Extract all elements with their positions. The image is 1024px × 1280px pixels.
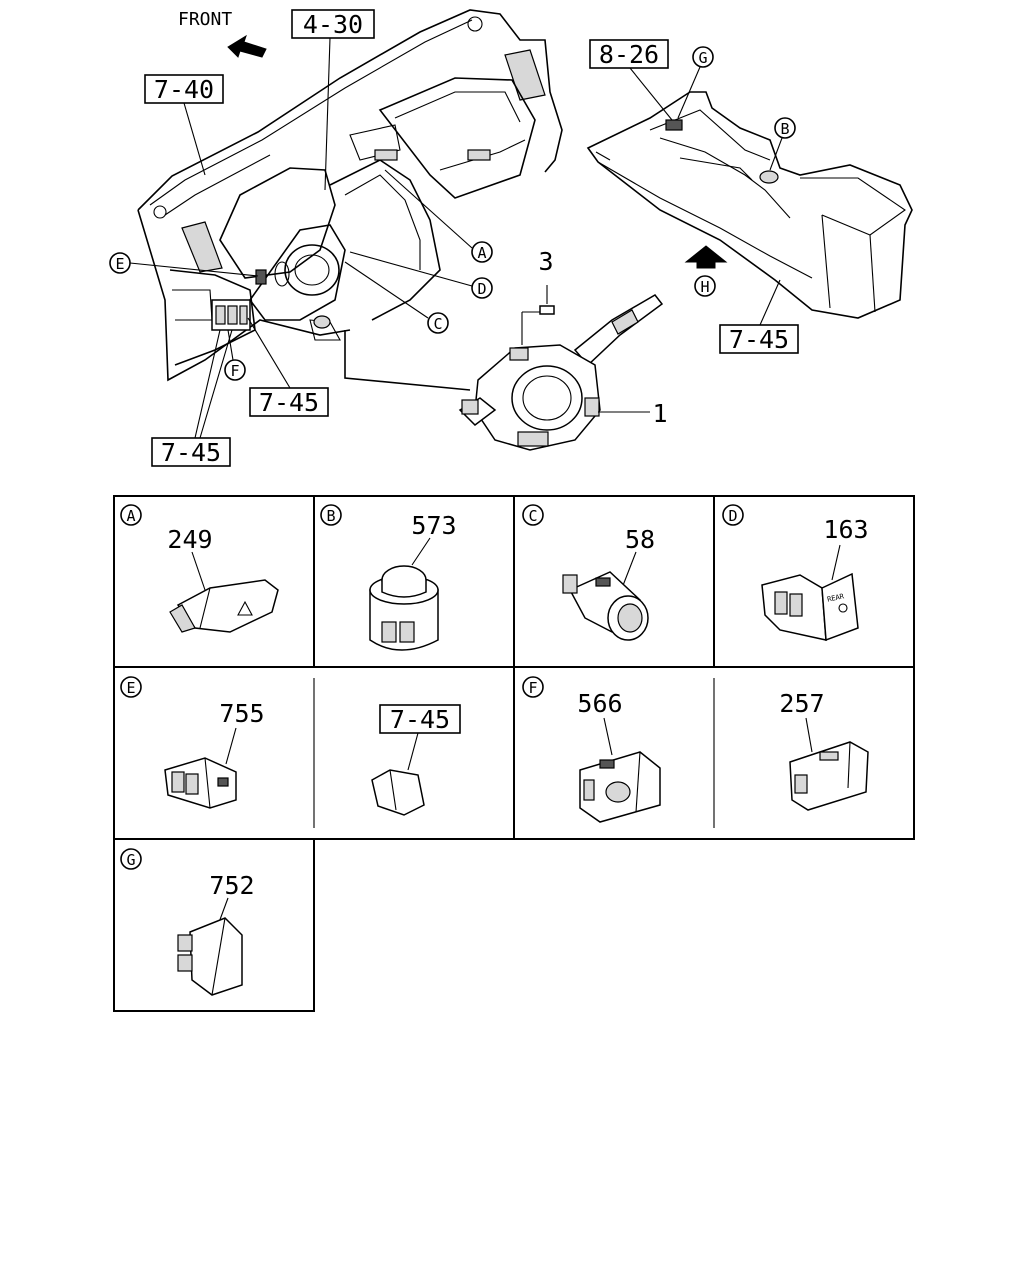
callout-D: D xyxy=(349,251,493,299)
svg-text:C: C xyxy=(528,507,537,525)
part-number-3: 3 xyxy=(538,247,553,276)
part-number-163: 163 xyxy=(823,515,868,544)
ref-7-45-panel-label: 7-45 xyxy=(259,388,319,417)
ref-box-7-45-panel: 7-45 xyxy=(247,317,329,417)
callout-E: E xyxy=(109,252,259,277)
ref-box-7-45-console: 7-45 xyxy=(719,279,799,354)
ref-box-4-30: 4-30 xyxy=(291,9,375,191)
ref-8-26-label: 8-26 xyxy=(599,40,659,69)
svg-text:G: G xyxy=(126,851,135,869)
svg-text:A: A xyxy=(477,244,486,262)
svg-text:F: F xyxy=(528,679,537,697)
svg-text:A: A xyxy=(126,507,135,525)
rear-differential-switch-illustration: REAR xyxy=(761,572,859,642)
svg-text:H: H xyxy=(700,278,709,296)
callout-F: F xyxy=(224,329,246,381)
knob-switch-illustration xyxy=(369,565,439,651)
part-number-755: 755 xyxy=(219,699,264,728)
svg-text:F: F xyxy=(230,362,239,380)
part-number-566: 566 xyxy=(577,689,622,718)
cell-C: C 58 xyxy=(522,504,655,641)
callout-B: B xyxy=(769,117,796,171)
view-arrow-icon xyxy=(684,245,728,269)
combination-switch-illustration xyxy=(458,285,664,451)
ref-box-7-45-lower: 7-45 xyxy=(151,329,233,467)
mirror-switch-illustration xyxy=(579,751,661,823)
front-indicator: FRONT xyxy=(178,9,267,58)
cell-B: B 573 xyxy=(320,504,457,651)
hazard-triangle-icon xyxy=(237,600,253,616)
part-number-257: 257 xyxy=(779,689,824,718)
cell-D: D 163 REAR xyxy=(722,504,869,642)
callout-G: G xyxy=(677,46,714,119)
cell-A: A 249 xyxy=(120,504,279,633)
svg-text:E: E xyxy=(126,679,135,697)
switch-755-illustration xyxy=(164,757,237,809)
blank-cap-illustration xyxy=(371,769,425,816)
switch-257-illustration xyxy=(789,741,869,811)
ref-7-45-lower-label: 7-45 xyxy=(161,438,221,467)
svg-text:G: G xyxy=(698,49,707,67)
cell-G: G 752 xyxy=(120,848,255,996)
rear-switch-label: REAR xyxy=(827,592,846,603)
ref-4-30-label: 4-30 xyxy=(303,10,363,39)
svg-text:C: C xyxy=(433,315,442,333)
svg-text:D: D xyxy=(477,280,486,298)
ref-7-45-console-label: 7-45 xyxy=(729,325,789,354)
ref-box-8-26: 8-26 xyxy=(589,39,673,121)
hazard-switch-illustration xyxy=(169,579,279,633)
part-number-1: 1 xyxy=(652,399,667,428)
front-label: FRONT xyxy=(178,9,232,30)
cell-E: E 755 7-45 xyxy=(120,676,461,816)
part-number-58: 58 xyxy=(625,525,655,554)
console-illustration xyxy=(586,91,913,319)
callout-A: A xyxy=(384,169,493,263)
callout-C: C xyxy=(344,261,449,334)
ref-7-40-label: 7-40 xyxy=(154,75,214,104)
svg-text:B: B xyxy=(780,120,789,138)
part-number-249: 249 xyxy=(167,525,212,554)
callout-H: H xyxy=(684,245,728,297)
svg-text:D: D xyxy=(728,507,737,525)
part-number-752: 752 xyxy=(209,871,254,900)
dashboard-illustration xyxy=(137,9,563,391)
svg-text:B: B xyxy=(326,507,335,525)
cell-F: F 566 257 xyxy=(522,676,869,823)
ref-7-45-cell-label: 7-45 xyxy=(390,705,450,734)
parts-grid xyxy=(113,495,915,1012)
ref-box-7-40: 7-40 xyxy=(144,74,224,176)
svg-text:E: E xyxy=(115,255,124,273)
part-number-573: 573 xyxy=(411,511,456,540)
front-arrow-icon xyxy=(227,34,267,58)
push-switch-illustration xyxy=(562,571,649,641)
switch-752-illustration xyxy=(177,917,243,996)
